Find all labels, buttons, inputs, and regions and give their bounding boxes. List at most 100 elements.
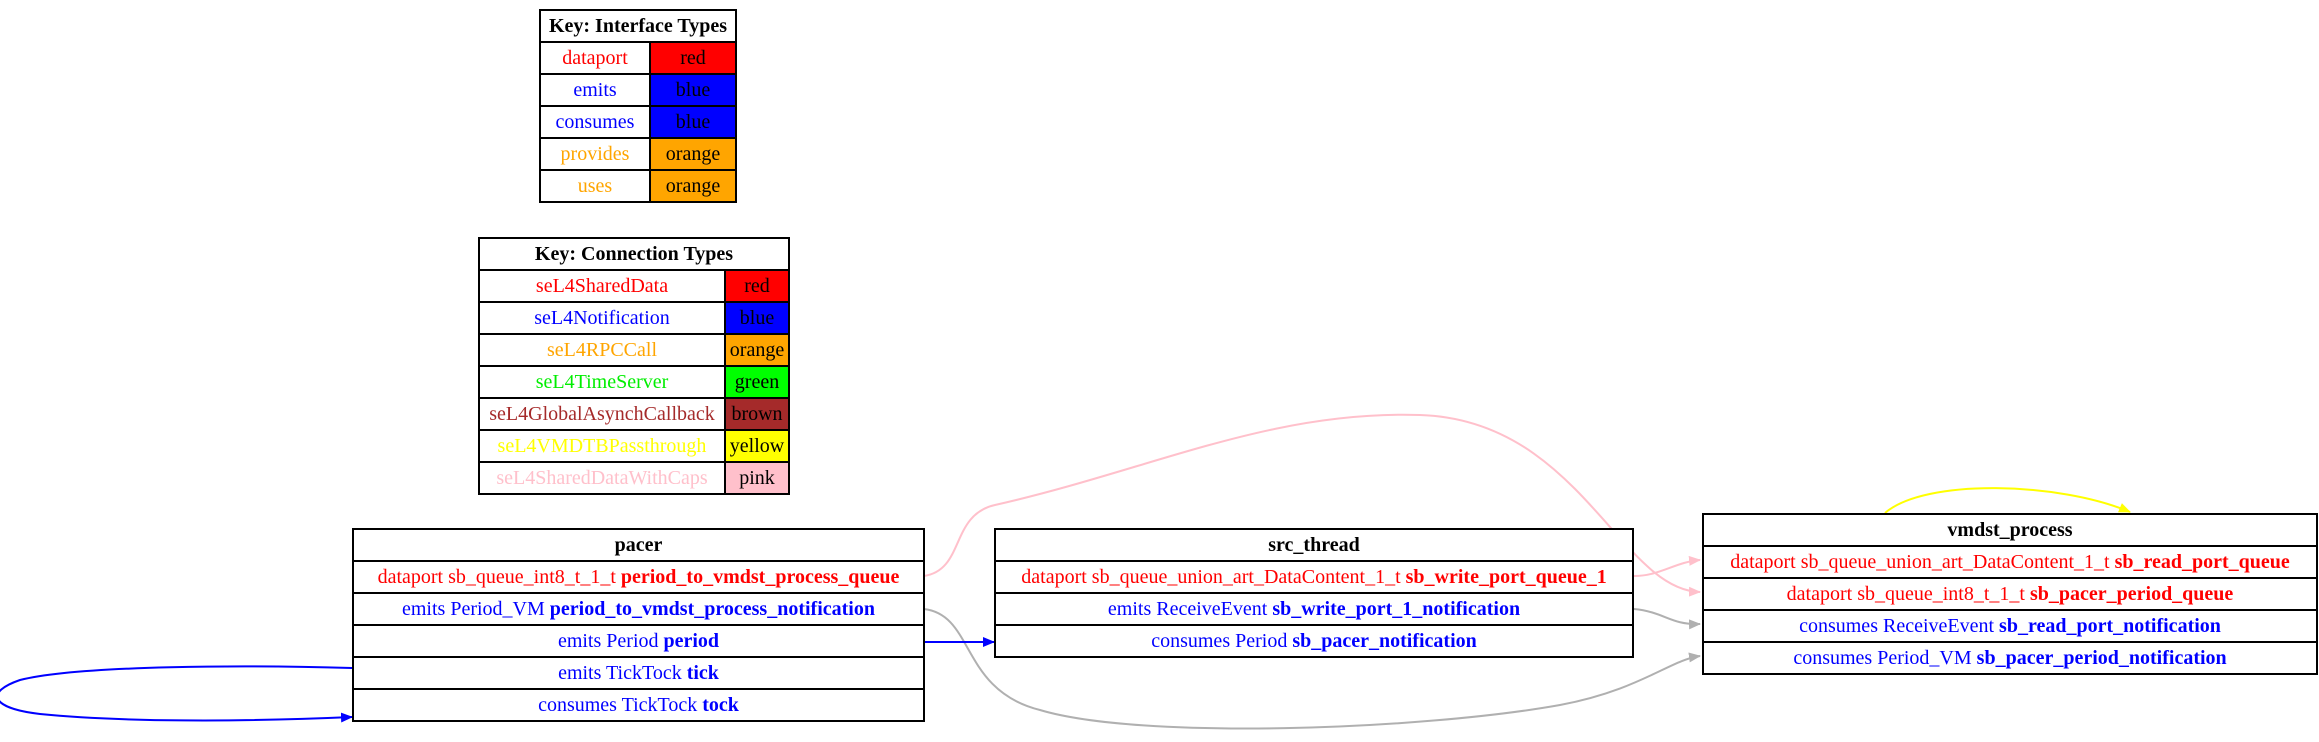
legend-row: seL4TimeServer green [478, 365, 790, 399]
legend-label: seL4GlobalAsynchCallback [478, 397, 726, 431]
port-kind: dataport [1730, 550, 1796, 573]
legend-label: consumes [539, 105, 651, 139]
port-row[interactable]: dataport sb_queue_union_art_DataContent_… [1702, 545, 2318, 579]
legend-row: uses orange [539, 169, 737, 203]
port-name: sb_read_port_queue [2114, 550, 2290, 573]
port-kind: emits [558, 661, 602, 684]
legend-swatch: pink [724, 461, 790, 495]
legend-label: provides [539, 137, 651, 171]
port-kind: dataport [1786, 582, 1853, 605]
port-kind: consumes [1799, 614, 1878, 637]
legend-row: dataport red [539, 41, 737, 75]
legend-interface-title: Key: Interface Types [539, 9, 737, 43]
port-type: ReceiveEvent [1156, 597, 1268, 620]
legend-row: seL4SharedData red [478, 269, 790, 303]
port-kind: consumes [538, 693, 617, 716]
legend-swatch: red [724, 269, 790, 303]
legend-row: consumes blue [539, 105, 737, 139]
legend-row: provides orange [539, 137, 737, 171]
port-row[interactable]: consumes ReceiveEvent sb_read_port_notif… [1702, 609, 2318, 643]
edge-src-queue-to-vmdst [1633, 555, 1701, 577]
legend-row: seL4SharedDataWithCaps pink [478, 461, 790, 495]
legend-connection-types: Key: Connection Types seL4SharedData red… [478, 237, 790, 495]
legend-row: emits blue [539, 73, 737, 107]
legend-label: emits [539, 73, 651, 107]
port-name: period_to_vmdst_process_notification [549, 597, 875, 620]
port-row[interactable]: consumes Period_VM sb_pacer_period_notif… [1702, 641, 2318, 675]
legend-label: uses [539, 169, 651, 203]
port-kind: consumes [1793, 646, 1873, 669]
edge-pacer-notification-to-vmdst [923, 608, 1701, 730]
port-type: sb_queue_union_art_DataContent_1_t [1091, 565, 1401, 588]
port-name: sb_write_port_queue_1 [1405, 565, 1607, 588]
port-row[interactable]: emits Period_VM period_to_vmdst_process_… [352, 592, 925, 626]
legend-swatch: blue [724, 301, 790, 335]
port-type: sb_queue_int8_t_1_t [1857, 582, 2025, 605]
component-src-thread[interactable]: src_thread dataport sb_queue_union_art_D… [994, 528, 1634, 658]
edge-pacer-queue-to-vmdst [923, 413, 1701, 597]
component-title: pacer [352, 528, 925, 562]
port-row[interactable]: dataport sb_queue_union_art_DataContent_… [994, 560, 1634, 594]
legend-swatch: blue [649, 105, 737, 139]
legend-swatch: brown [724, 397, 790, 431]
legend-swatch: yellow [724, 429, 790, 463]
port-type: Period_VM [1877, 646, 1972, 669]
port-name: tock [702, 693, 739, 716]
port-row[interactable]: consumes Period sb_pacer_notification [994, 624, 1634, 658]
legend-swatch: orange [724, 333, 790, 367]
legend-label: seL4RPCCall [478, 333, 726, 367]
port-type: TickTock [606, 661, 682, 684]
port-name: period [663, 629, 720, 652]
legend-row: seL4VMDTBPassthrough yellow [478, 429, 790, 463]
legend-swatch: red [649, 41, 737, 75]
port-row[interactable]: dataport sb_queue_int8_t_1_t period_to_v… [352, 560, 925, 594]
port-row[interactable]: emits Period period [352, 624, 925, 658]
port-row[interactable]: emits ReceiveEvent sb_write_port_1_notif… [994, 592, 1634, 626]
component-pacer[interactable]: pacer dataport sb_queue_int8_t_1_t perio… [352, 528, 925, 722]
port-type: TickTock [621, 693, 698, 716]
port-type: sb_queue_int8_t_1_t [448, 565, 616, 588]
legend-connection-title: Key: Connection Types [478, 237, 790, 271]
port-kind: dataport [377, 565, 444, 588]
port-name: period_to_vmdst_process_queue [620, 565, 900, 588]
port-kind: emits [557, 629, 602, 652]
edge-vmdst-self-loop [1884, 487, 2131, 514]
port-name: sb_read_port_notification [1999, 614, 2221, 637]
port-kind: consumes [1151, 629, 1231, 652]
legend-row: seL4GlobalAsynchCallback brown [478, 397, 790, 431]
component-title: vmdst_process [1702, 513, 2318, 547]
legend-label: seL4Notification [478, 301, 726, 335]
edge-pacer-tick-to-tock [0, 665, 353, 723]
legend-swatch: orange [649, 169, 737, 203]
port-type: Period [1235, 629, 1288, 652]
port-name: sb_write_port_1_notification [1272, 597, 1521, 620]
legend-row: seL4Notification blue [478, 301, 790, 335]
legend-label: seL4VMDTBPassthrough [478, 429, 726, 463]
legend-swatch: orange [649, 137, 737, 171]
port-name: sb_pacer_period_notification [1976, 646, 2227, 669]
port-kind: emits [1107, 597, 1152, 620]
component-vmdst-process[interactable]: vmdst_process dataport sb_queue_union_ar… [1702, 513, 2318, 675]
port-kind: dataport [1021, 565, 1087, 588]
component-title: src_thread [994, 528, 1634, 562]
legend-label: dataport [539, 41, 651, 75]
edge-src-notification-to-vmdst [1633, 608, 1701, 630]
port-type: ReceiveEvent [1882, 614, 1995, 637]
legend-label: seL4TimeServer [478, 365, 726, 399]
port-row[interactable]: emits TickTock tick [352, 656, 925, 690]
legend-interface-types: Key: Interface Types dataport red emits … [539, 9, 737, 203]
port-name: sb_pacer_notification [1292, 629, 1477, 652]
port-kind: emits [402, 597, 446, 620]
port-name: tick [686, 661, 719, 684]
port-type: Period_VM [450, 597, 545, 620]
legend-label: seL4SharedDataWithCaps [478, 461, 726, 495]
port-row[interactable]: consumes TickTock tock [352, 688, 925, 722]
legend-swatch: blue [649, 73, 737, 107]
legend-swatch: green [724, 365, 790, 399]
port-type: Period [606, 629, 659, 652]
legend-label: seL4SharedData [478, 269, 726, 303]
port-type: sb_queue_union_art_DataContent_1_t [1800, 550, 2110, 573]
port-row[interactable]: dataport sb_queue_int8_t_1_t sb_pacer_pe… [1702, 577, 2318, 611]
legend-row: seL4RPCCall orange [478, 333, 790, 367]
